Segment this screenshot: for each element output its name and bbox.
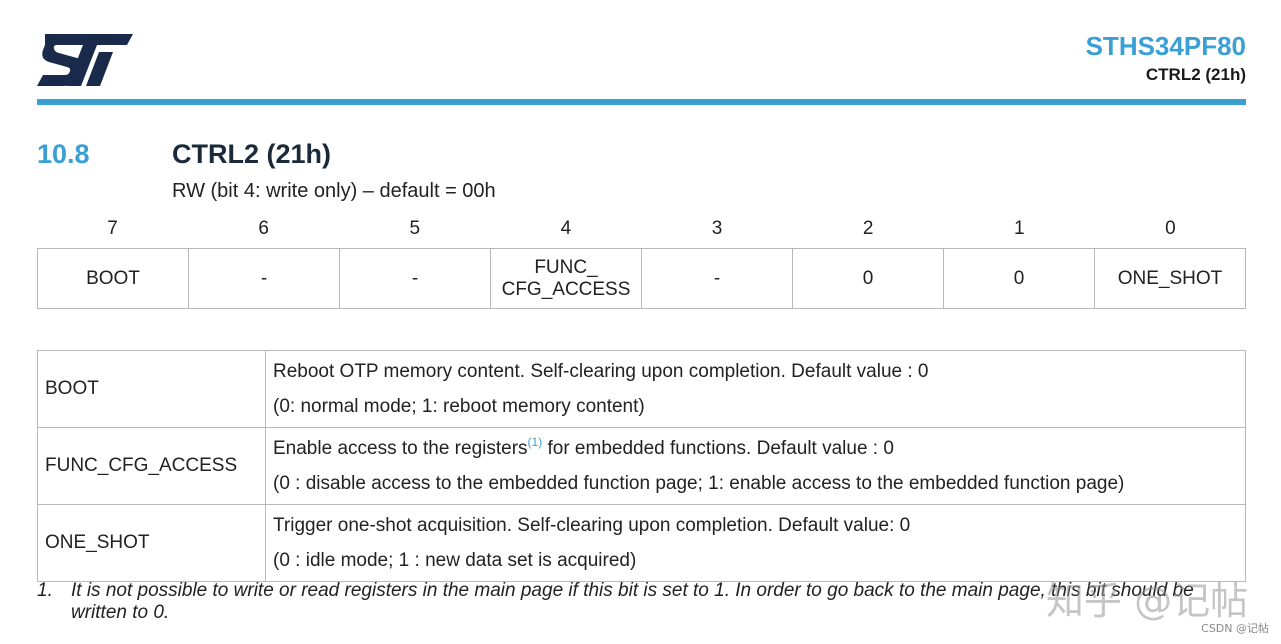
- bit-number-row: 7 6 5 4 3 2 1 0: [37, 218, 1246, 240]
- bit-field-label: -: [260, 267, 268, 289]
- field-description: Reboot OTP memory content. Self-clearing…: [265, 350, 1246, 428]
- footnote-number: 1.: [37, 580, 53, 601]
- description-line: Enable access to the registers(1) for em…: [273, 436, 1237, 461]
- bit-number: 6: [258, 218, 269, 239]
- footnote-text: It is not possible to write or read regi…: [71, 580, 1194, 623]
- bit-field-cell: 0: [943, 248, 1095, 309]
- field-name: BOOT: [37, 350, 266, 428]
- document-header: STHS34PF80 CTRL2 (21h): [1086, 30, 1246, 88]
- bit-field-label: ONE_SHOT: [1117, 267, 1223, 289]
- field-name: FUNC_CFG_ACCESS: [37, 427, 266, 505]
- bit-number: 2: [862, 218, 874, 239]
- description-line: Trigger one-shot acquisition. Self-clear…: [273, 515, 911, 536]
- description-values: (0 : idle mode; 1 : new data set is acqu…: [273, 550, 637, 571]
- field-name: ONE_SHOT: [37, 504, 266, 582]
- st-logo-icon: [37, 34, 133, 86]
- bit-field-cell: 0: [792, 248, 944, 309]
- register-bit-map: BOOT - - FUNC_CFG_ACCESS - 0 0 ONE_SHOT: [37, 248, 1246, 309]
- part-number: STHS34PF80: [1085, 31, 1246, 61]
- bit-field-cell: FUNC_CFG_ACCESS: [490, 248, 642, 309]
- description-values: (0: normal mode; 1: reboot memory conten…: [273, 396, 645, 417]
- bit-field-label: 0: [1013, 267, 1025, 289]
- description-line: Reboot OTP memory content. Self-clearing…: [273, 361, 929, 382]
- table-row: FUNC_CFG_ACCESS Enable access to the reg…: [37, 427, 1246, 505]
- header-divider: [37, 99, 1246, 105]
- description-values: (0 : disable access to the embedded func…: [273, 473, 1125, 494]
- bit-field-label-cont: CFG_ACCESS: [501, 278, 631, 300]
- bit-number: 3: [711, 218, 723, 239]
- description-text: for embedded functions. Default value : …: [542, 438, 894, 459]
- bit-field-cell: -: [339, 248, 491, 309]
- footnote-reference-link[interactable]: (1): [527, 435, 543, 449]
- bit-field-cell: -: [641, 248, 793, 309]
- field-description: Enable access to the registers(1) for em…: [265, 427, 1246, 505]
- bit-field-row: BOOT - - FUNC_CFG_ACCESS - 0 0 ONE_SHOT: [37, 248, 1246, 309]
- bit-field-label: BOOT: [86, 267, 140, 289]
- bit-number: 1: [1014, 218, 1025, 239]
- watermark: 知乎 @记帖: [1046, 579, 1249, 623]
- bit-field-cell: ONE_SHOT: [1094, 248, 1246, 309]
- bit-field-label: -: [411, 267, 419, 289]
- bit-description-table: BOOT Reboot OTP memory content. Self-cle…: [37, 350, 1246, 582]
- table-row: ONE_SHOT Trigger one-shot acquisition. S…: [37, 504, 1246, 582]
- bit-number: 4: [560, 218, 572, 239]
- bit-field-cell: BOOT: [37, 248, 189, 309]
- footnote: 1. It is not possible to write or read r…: [37, 580, 1246, 624]
- bit-field-label: -: [713, 267, 721, 289]
- bit-field-label: 0: [862, 267, 874, 289]
- field-description: Trigger one-shot acquisition. Self-clear…: [265, 504, 1246, 582]
- bit-number: 5: [409, 218, 421, 239]
- watermark-credit: CSDN @记帖: [1201, 622, 1269, 635]
- bit-number: 7: [107, 218, 118, 239]
- bit-number: 0: [1165, 218, 1176, 239]
- bit-field-label: FUNC_: [534, 256, 598, 278]
- description-text: Enable access to the registers: [273, 438, 528, 459]
- table-row: BOOT Reboot OTP memory content. Self-cle…: [37, 350, 1246, 428]
- section-number: 10.8: [37, 139, 90, 169]
- bit-field-cell: -: [188, 248, 340, 309]
- header-register-title: CTRL2 (21h): [1145, 65, 1246, 84]
- section-title: CTRL2 (21h): [172, 139, 332, 169]
- section-subtitle: RW (bit 4: write only) – default = 00h: [172, 180, 496, 202]
